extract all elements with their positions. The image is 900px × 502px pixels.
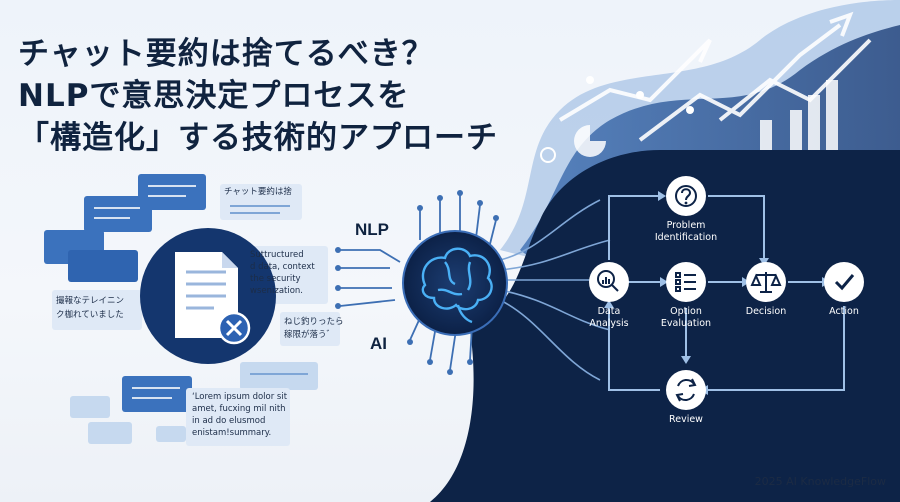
bubble-text-jp-left-2: ク枷れていました [56,310,124,320]
close-icon [217,311,251,345]
question-icon [675,185,697,207]
bubble-text-jp-left-1: 撮報なテレイニン [56,296,125,306]
review-label: Review [669,414,703,425]
checklist-icon [675,272,696,292]
footer-credit: 2025 AI KnowledgeFlow [754,475,886,488]
title-line-1: チャット要約は捨てるべき？ [18,36,434,72]
circuit-lines [339,195,497,371]
document-icon [175,252,238,338]
bubble-text-jp-mid-2: 稼限が落う゛ [284,330,336,340]
data-label-line-2: Analysis [589,318,629,329]
growth-arrows [558,11,872,142]
bubble-text-lorem-1: ‘Lorem ipsum dolor sit [192,392,288,402]
title-line-3: 「構造化」する技術的アプローチ [18,120,498,156]
refresh-icon [675,378,697,402]
bubble-text-lorem-3: in ad do elusmod [192,416,266,426]
bubble-text-unstructured-3: the security [250,274,301,284]
action-label: Action [829,306,859,317]
bubble-text-jp-top: チャット要約は捨 [224,187,292,197]
problem-identification-label: Problem Identification [646,220,726,244]
dark-panel [430,150,900,502]
data-label-line-1: Data [597,306,621,317]
problem-label-line-1: Problem [666,220,706,231]
nlp-label: NLP [355,220,389,239]
bar-chart [760,80,838,150]
bubble-text-unstructured-4: wsenization. [250,286,304,296]
decision-label: Decision [745,306,787,317]
title-line-2: NLPで意思決定プロセスを [18,78,410,114]
output-lines [499,199,611,381]
brain-icon [421,247,493,324]
option-label-line-2: Evaluation [660,318,712,329]
bubble-text-lorem-2: amet, fucxing mil nith [192,404,286,414]
scales-icon [750,272,782,293]
option-evaluation-label: Option Evaluation [651,306,721,330]
ai-label: AI [370,334,387,353]
chat-bubbles [44,174,340,446]
bubble-text-unstructured-2: d data, context [250,262,315,272]
bubble-text-lorem-4: enistam!summary. [192,428,272,438]
bubble-text-unstructured-1: Suttructured [250,250,304,260]
bubble-text-jp-mid-1: ねじ釣りったら [284,317,344,327]
checkmark-icon [834,274,855,291]
problem-label-line-2: Identification [654,232,718,243]
data-analysis-label: Data Analysis [574,306,644,330]
magnifier-chart-icon [597,270,619,292]
flow-arrows [608,195,845,391]
option-label-line-1: Option [670,306,702,317]
